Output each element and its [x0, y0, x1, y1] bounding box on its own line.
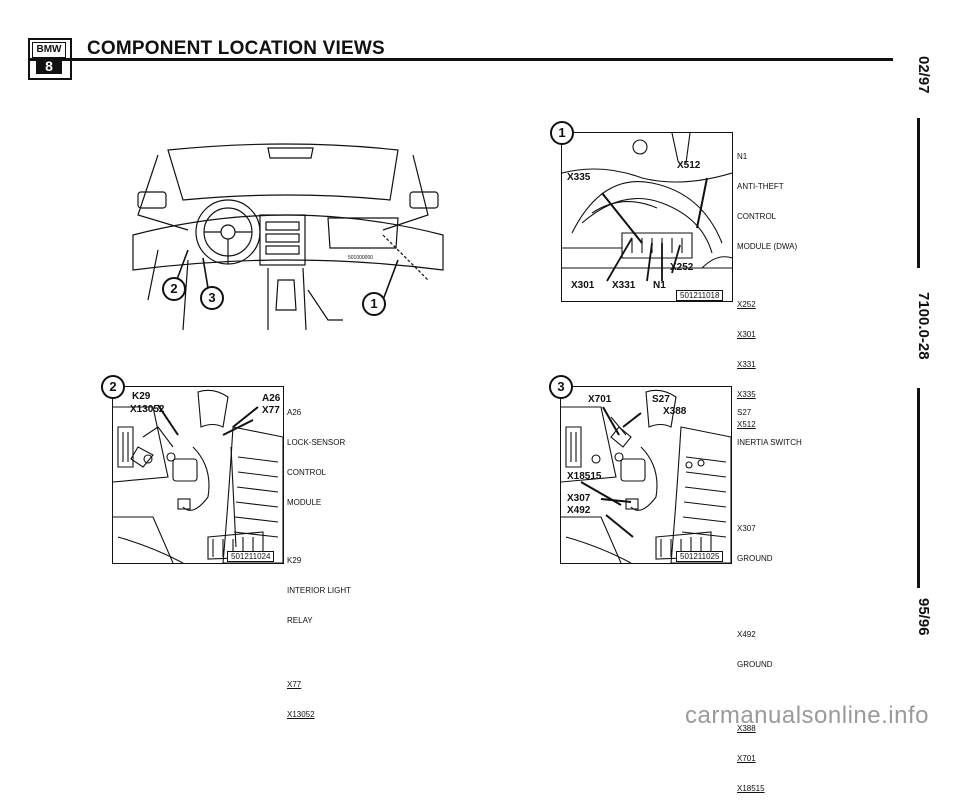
caption-n1-line1: ANTI-THEFT	[737, 182, 784, 191]
fig3-label-x307: X307	[567, 493, 591, 504]
overview-callout-1: 1	[362, 292, 386, 316]
caption-x307-line1: GROUND	[737, 554, 773, 563]
figure-3-number: 3	[549, 375, 573, 399]
figure-1-number: 1	[550, 121, 574, 145]
fig2-label-k29: K29	[132, 391, 151, 402]
figure-2-number: 2	[101, 375, 125, 399]
site-watermark: carmanualsonline.info	[685, 702, 929, 729]
caption-a26-line1: LOCK-SENSOR	[287, 438, 346, 447]
side-date-bottom: 95/96	[915, 598, 932, 636]
overview-code: 501000000	[348, 255, 374, 261]
caption-a26-code: A26	[287, 408, 302, 417]
side-page-code: 7100.0-28	[915, 292, 932, 360]
caption-x307-code: X307	[737, 524, 756, 533]
caption-connector: X77	[287, 680, 302, 689]
caption-s27-line1: INERTIA SWITCH	[737, 438, 802, 447]
caption-connector: X701	[737, 754, 756, 763]
overview-callout-2: 2	[162, 277, 186, 301]
caption-connector: X252	[737, 300, 756, 309]
caption-connector: X331	[737, 360, 756, 369]
header-rule	[30, 58, 893, 61]
fig1-label-x252: X252	[670, 262, 694, 273]
caption-connector: X18515	[737, 784, 765, 793]
figure-1-frame	[561, 132, 733, 302]
caption-n1-code: N1	[737, 152, 748, 161]
caption-s27-code: S27	[737, 408, 752, 417]
caption-k29-line2: RELAY	[287, 616, 313, 625]
fig3-label-s27: S27	[652, 394, 670, 405]
caption-connector: X335	[737, 390, 756, 399]
fig2-label-x77: X77	[262, 405, 280, 416]
caption-x492-code: X492	[737, 630, 756, 639]
fig2-label-x13052: X13052	[130, 404, 165, 415]
fig2-label-a26: A26	[262, 393, 281, 404]
caption-x492-line1: GROUND	[737, 660, 773, 669]
page-title: COMPONENT LOCATION VIEWS	[87, 38, 385, 59]
caption-connector: X301	[737, 330, 756, 339]
fig3-label-x701: X701	[588, 394, 612, 405]
figure-2-frame	[112, 386, 284, 564]
fig3-label-x18515: X18515	[567, 471, 602, 482]
figure-2-id: 501211024	[227, 551, 275, 562]
overview-callout-3: 3	[200, 286, 224, 310]
fig1-label-x335: X335	[567, 172, 591, 183]
figure-3-caption: S27 INERTIA SWITCH X307 GROUND X492 GROU…	[737, 388, 802, 804]
caption-connector: X13052	[287, 710, 315, 719]
side-date-top: 02/97	[915, 56, 932, 94]
caption-a26-line3: MODULE	[287, 498, 322, 507]
caption-k29-line1: INTERIOR LIGHT	[287, 586, 352, 595]
figure-1-id: 501211018	[676, 290, 724, 301]
caption-n1-line2: CONTROL	[737, 212, 777, 221]
figure-3-drawing	[561, 389, 731, 563]
figure-3-frame	[560, 386, 732, 564]
fig1-label-n1: N1	[653, 280, 666, 291]
side-rule-1	[917, 118, 920, 268]
dashboard-illustration	[132, 143, 444, 331]
figure-2-drawing	[113, 389, 283, 563]
caption-n1-line3: MODULE (DWA)	[737, 242, 798, 251]
fig3-label-x492: X492	[567, 505, 591, 516]
logo-series: 8	[36, 59, 62, 74]
caption-a26-line2: CONTROL	[287, 468, 327, 477]
caption-k29-code: K29	[287, 556, 302, 565]
fig1-label-x331: X331	[612, 280, 636, 291]
side-rule-2	[917, 388, 920, 588]
fig3-label-x388: X388	[663, 406, 687, 417]
figure-2-caption: A26 LOCK-SENSOR CONTROL MODULE K29 INTER…	[287, 388, 351, 730]
figure-1-caption: N1 ANTI-THEFT CONTROL MODULE (DWA) X252 …	[737, 132, 797, 440]
figure-3-id: 501211025	[676, 551, 724, 562]
fig1-label-x512: X512	[677, 160, 701, 171]
fig1-label-x301: X301	[571, 280, 595, 291]
caption-connector: X388	[737, 724, 756, 733]
figure-1-drawing	[562, 133, 732, 282]
logo-text: BMW	[32, 42, 66, 58]
caption-connector: X512	[737, 420, 756, 429]
